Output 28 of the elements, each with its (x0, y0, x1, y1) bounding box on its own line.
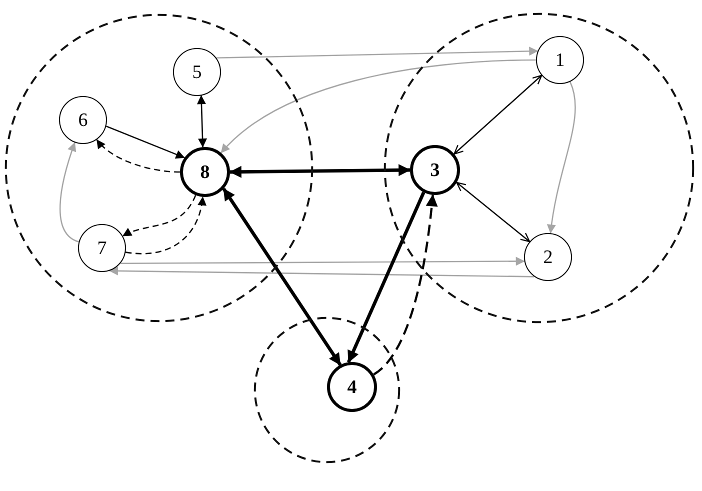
arrow (373, 194, 438, 376)
numbered-node: 1 (536, 36, 584, 84)
arrow (106, 126, 185, 159)
arrow (547, 82, 576, 234)
double-headed-arrow (454, 74, 542, 154)
numbered-node: 8 (180, 147, 230, 197)
numbered-node: 3 (410, 145, 460, 195)
arrow (122, 194, 196, 237)
arrow (60, 142, 80, 242)
dashed-group-outline (254, 317, 400, 463)
arrow (220, 59, 536, 154)
arrow (108, 266, 534, 278)
arrow (216, 46, 538, 59)
dashed-group-outline (383, 12, 695, 324)
arrow (346, 192, 426, 363)
numbered-node: 6 (59, 96, 107, 144)
arrow (120, 256, 525, 266)
double-headed-arrow (456, 182, 530, 242)
numbered-node: 7 (78, 224, 126, 272)
double-headed-arrow (229, 164, 411, 178)
arrow (96, 139, 180, 173)
numbered-node: 2 (524, 233, 572, 281)
double-headed-arrow (196, 95, 208, 148)
arrow (126, 196, 206, 254)
numbered-node: 5 (173, 48, 221, 96)
dashed-group-outline (4, 13, 314, 323)
numbered-node: 4 (327, 362, 377, 412)
double-headed-arrow (222, 188, 342, 366)
